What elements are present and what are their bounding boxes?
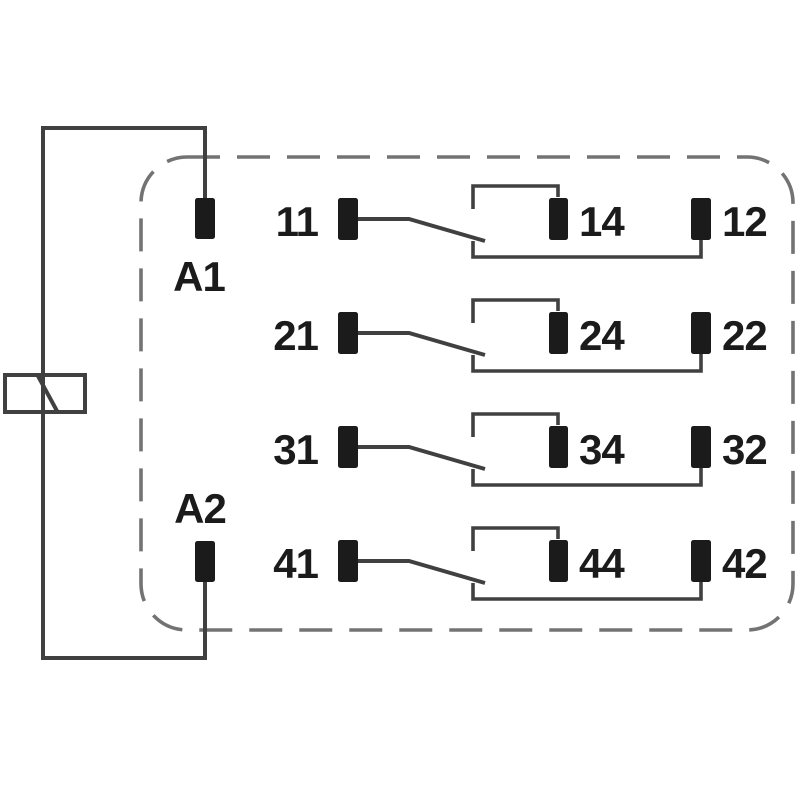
nc-terminal-pad bbox=[691, 198, 711, 240]
contact-row-3: 31 34 32 bbox=[273, 412, 768, 487]
common-terminal-label: 11 bbox=[276, 198, 319, 245]
nc-terminal-pad bbox=[691, 540, 711, 582]
coil-diagonal-stroke bbox=[36, 375, 59, 412]
common-terminal-label: 31 bbox=[273, 426, 318, 473]
nc-contact-bracket bbox=[471, 468, 703, 487]
no-terminal-pad bbox=[549, 540, 568, 582]
relay-body-dashed-outline bbox=[139, 155, 795, 632]
nc-terminal-label: 42 bbox=[722, 540, 767, 587]
no-terminal-pad bbox=[549, 312, 568, 354]
no-contact-bracket bbox=[471, 184, 560, 209]
no-contact-bracket bbox=[471, 412, 560, 437]
nc-terminal-label: 22 bbox=[722, 312, 767, 359]
no-terminal-label: 24 bbox=[579, 312, 625, 359]
nc-terminal-pad bbox=[691, 312, 711, 354]
terminal-label-a2: A2 bbox=[174, 485, 226, 532]
common-terminal-label: 41 bbox=[273, 540, 318, 587]
no-terminal-pad bbox=[549, 198, 568, 240]
nc-terminal-label: 32 bbox=[722, 426, 767, 473]
coil-symbol bbox=[3, 373, 87, 414]
terminal-label-a1: A1 bbox=[173, 253, 225, 300]
nc-terminal-pad bbox=[691, 426, 711, 468]
no-terminal-label: 44 bbox=[579, 540, 625, 587]
switch-arm bbox=[358, 217, 486, 243]
contact-row-1: 11 14 12 bbox=[276, 184, 768, 259]
contact-row-2: 21 24 22 bbox=[273, 298, 768, 373]
switch-arm bbox=[358, 559, 486, 585]
terminal-pad-a1 bbox=[195, 198, 215, 239]
common-terminal-pad bbox=[338, 540, 358, 582]
nc-contact-bracket bbox=[471, 240, 703, 259]
common-terminal-pad bbox=[338, 426, 358, 468]
coil-circuit-wire bbox=[41, 126, 207, 660]
terminal-pad-a2 bbox=[195, 541, 215, 582]
no-terminal-label: 34 bbox=[579, 426, 625, 473]
switch-arm bbox=[358, 445, 486, 471]
no-terminal-pad bbox=[549, 426, 568, 468]
no-terminal-label: 14 bbox=[579, 198, 625, 245]
common-terminal-pad bbox=[338, 198, 358, 240]
nc-contact-bracket bbox=[471, 354, 703, 373]
nc-contact-bracket bbox=[471, 582, 703, 601]
coil-rectangle bbox=[3, 373, 87, 414]
no-contact-bracket bbox=[471, 298, 560, 323]
common-terminal-pad bbox=[338, 312, 358, 354]
contact-row-4: 41 44 42 bbox=[273, 526, 768, 601]
common-terminal-label: 21 bbox=[273, 312, 318, 359]
no-contact-bracket bbox=[471, 526, 560, 551]
nc-terminal-label: 12 bbox=[722, 198, 767, 245]
switch-arm bbox=[358, 331, 486, 357]
